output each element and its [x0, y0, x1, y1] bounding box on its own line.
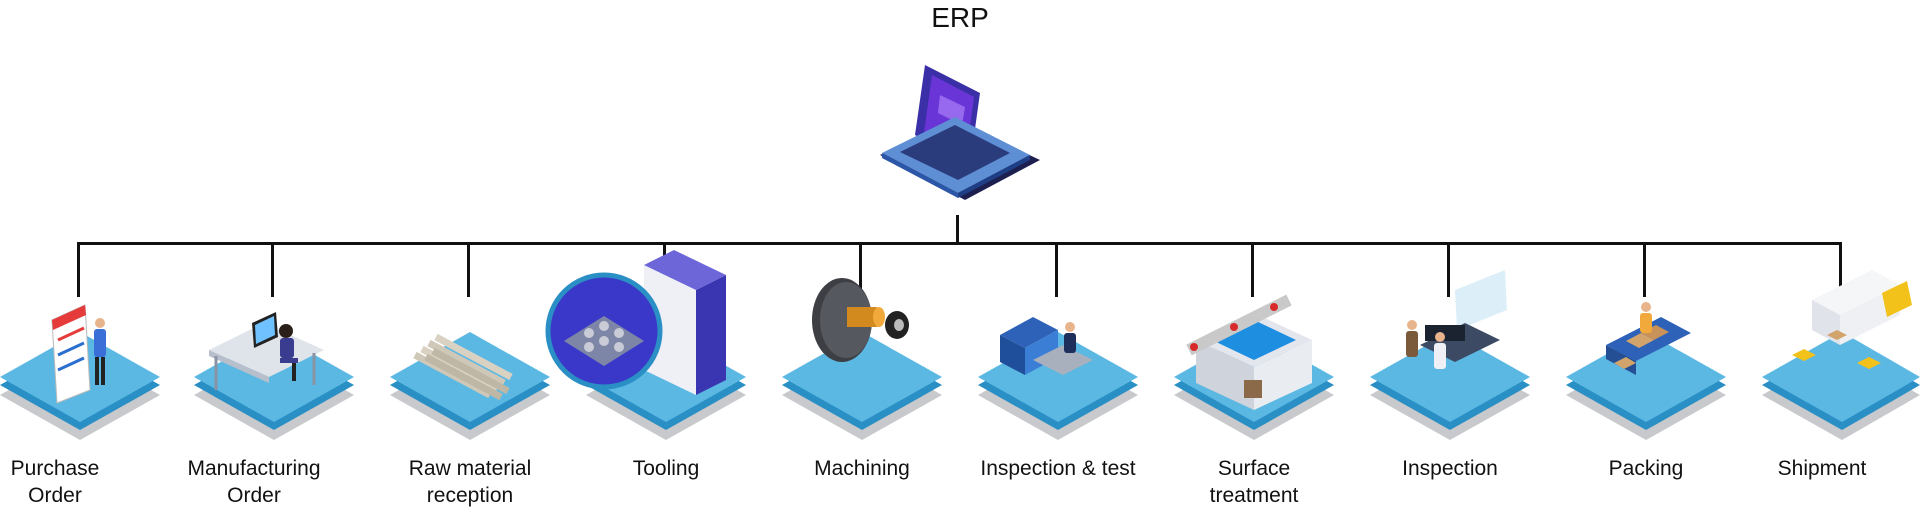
connector-line: [271, 242, 274, 297]
magnifier-icon: [545, 272, 663, 390]
machining-chuck-icon: [782, 278, 942, 440]
station-label: Inspection: [1402, 457, 1498, 480]
connector-line: [1447, 242, 1450, 297]
station-label: Machining: [814, 457, 910, 480]
station-label: Manufacturing Order: [187, 457, 321, 507]
station-surface-treatment: Surface treatment: [1174, 245, 1370, 527]
station-manufacturing-order: Manufacturing Order: [187, 245, 390, 527]
station-raw-material: Raw material reception: [390, 245, 586, 527]
connector-line: [663, 242, 666, 262]
connector-line: [1839, 242, 1842, 297]
station-packing: Packing: [1566, 245, 1762, 527]
packing-boxes-icon: [1566, 302, 1726, 440]
erp-bus-line: [79, 242, 1841, 245]
diagram-title: ERP: [931, 2, 989, 33]
station-label: Surface treatment: [1209, 457, 1299, 507]
station-label: Packing: [1608, 457, 1684, 480]
laptop-icon: [880, 65, 1040, 200]
inspection-machine-icon: [978, 317, 1138, 440]
connector-line: [1055, 242, 1058, 297]
station-tooling: Tooling: [545, 245, 782, 527]
connector-line: [467, 242, 470, 297]
station-purchase-order: Purchase Order: [0, 245, 196, 527]
connector-line: [1251, 242, 1254, 297]
station-label: Tooling: [632, 457, 700, 480]
erp-stem-line: [956, 215, 959, 243]
station-label: Purchase Order: [10, 457, 100, 507]
connector-line: [1643, 242, 1646, 297]
station-inspection: Inspection: [1370, 245, 1566, 527]
station-label: Inspection & test: [980, 457, 1136, 480]
metal-bars-icon: [390, 332, 550, 440]
inspection-monitor-icon: [1370, 270, 1530, 440]
surface-treatment-tank-icon: [1174, 294, 1334, 440]
shipment-truck-icon: [1762, 270, 1920, 440]
station-inspection-test: Inspection & test: [978, 245, 1174, 527]
purchase-order-board-icon: [0, 304, 160, 440]
connector-line: [859, 242, 862, 297]
station-label: Raw material reception: [408, 457, 532, 507]
station-label: Shipment: [1777, 457, 1867, 480]
station-shipment: Shipment: [1762, 245, 1920, 527]
connector-line: [77, 242, 80, 297]
office-desk-computer-icon: [194, 312, 354, 440]
station-machining: Machining: [782, 245, 978, 527]
